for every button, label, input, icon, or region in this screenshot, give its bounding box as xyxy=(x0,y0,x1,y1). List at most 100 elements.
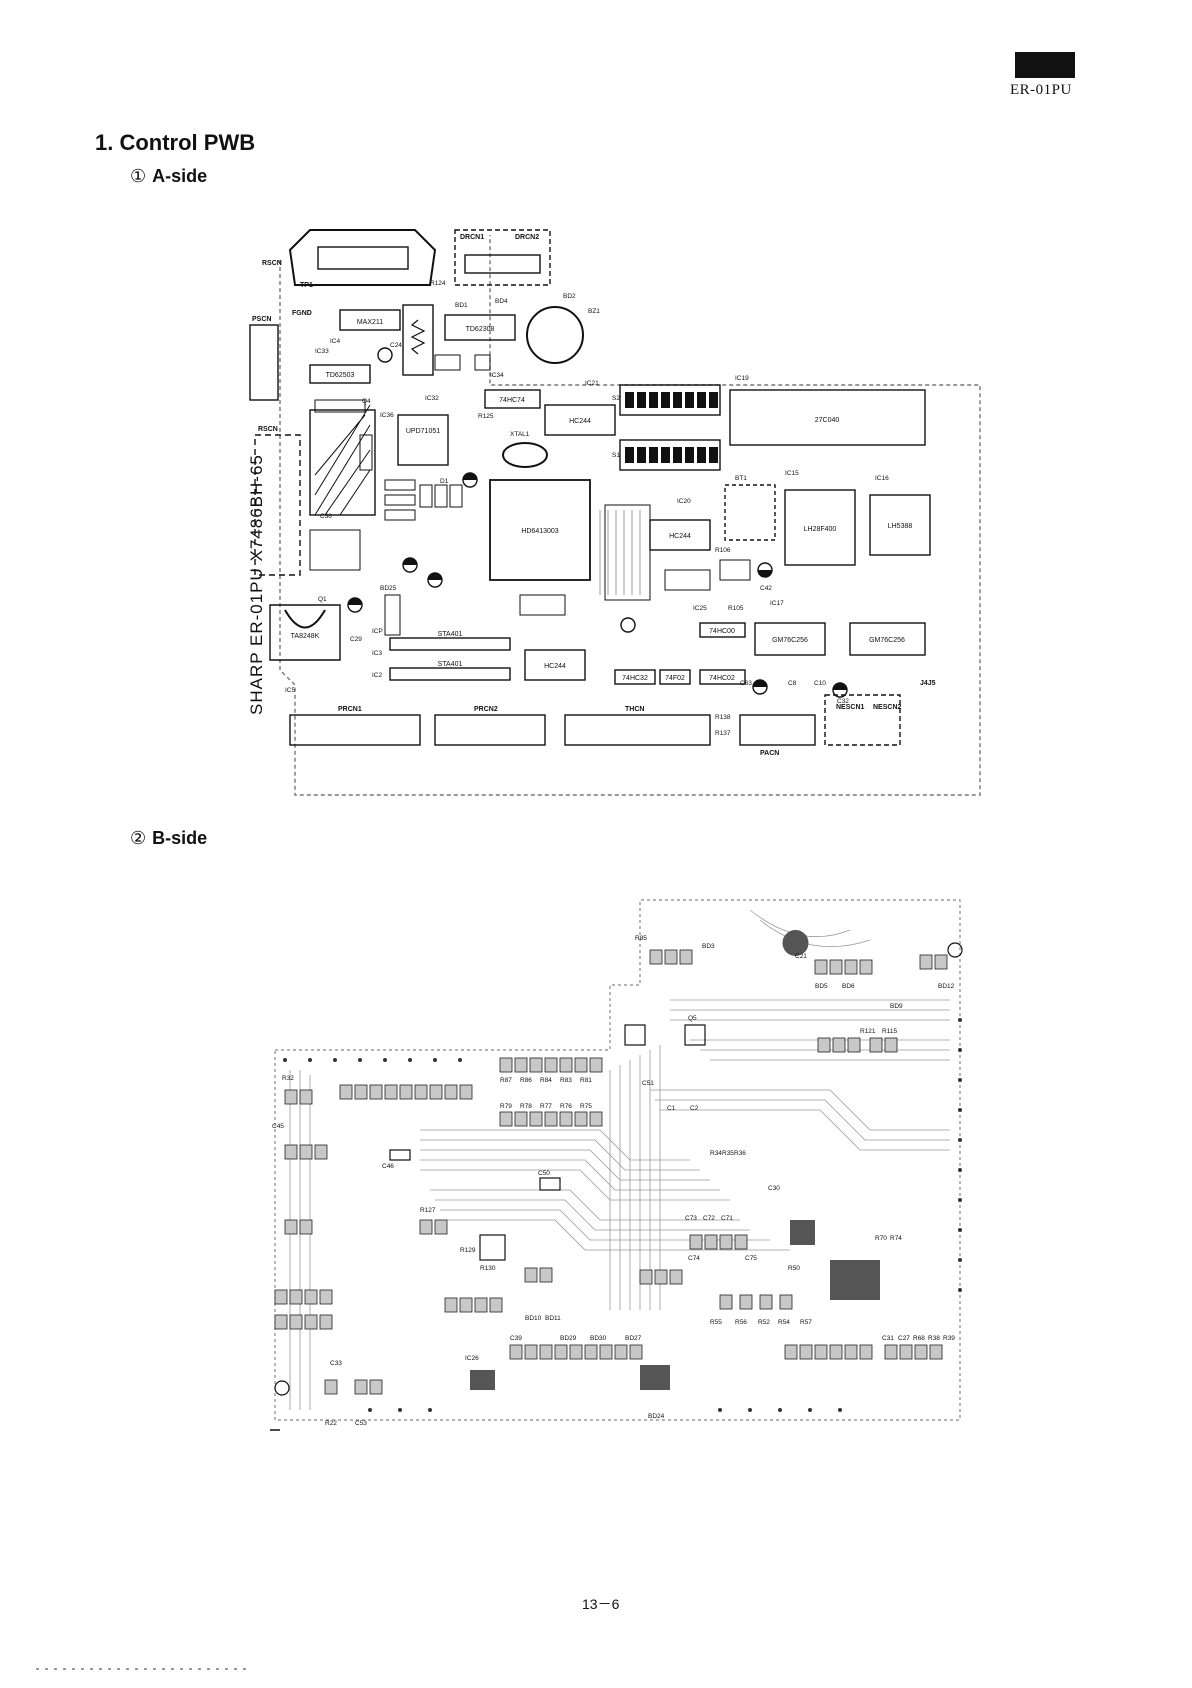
part-label: BD3 xyxy=(702,943,715,950)
section-tab-marker xyxy=(1015,52,1075,78)
part-label: D1 xyxy=(440,478,449,485)
connector-label: NESCN1 xyxy=(836,704,865,711)
a-side-board-diagram: SHARP ER-01PU X7486BH-65 MAX211 TD62308 … xyxy=(247,229,981,796)
part-label: C75 xyxy=(745,1255,757,1262)
chip-label: HD6413003 xyxy=(521,528,558,535)
part-label: IC16 xyxy=(875,475,889,482)
chip-label: STA401 xyxy=(438,661,463,668)
connector-label: FGND xyxy=(292,310,312,317)
part-label: C63 xyxy=(740,680,752,687)
part-label: R22 xyxy=(325,1420,337,1427)
part-label: IC2 xyxy=(372,672,383,679)
chip-label: 74F02 xyxy=(665,675,685,682)
part-label: C74 xyxy=(688,1255,700,1262)
part-label: R87 xyxy=(500,1077,512,1084)
part-label: BD1 xyxy=(455,302,468,309)
part-label: R50 xyxy=(788,1265,800,1272)
part-label: R36 xyxy=(734,1150,746,1157)
chip-label: LH28F400 xyxy=(804,526,837,533)
part-label: R70 xyxy=(875,1235,887,1242)
chip-label: GM76C256 xyxy=(869,637,905,644)
part-label: C24 xyxy=(390,342,402,349)
part-label: R85 xyxy=(635,935,647,942)
connector-label: DRCN2 xyxy=(515,234,539,241)
part-label: C10 xyxy=(814,680,826,687)
part-label: C32 xyxy=(837,698,849,705)
part-label: BD24 xyxy=(648,1413,665,1420)
a-side-label: A-side xyxy=(152,166,208,186)
part-label: C30 xyxy=(768,1185,780,1192)
part-label: R52 xyxy=(758,1319,770,1326)
b-side-board-diagram: R85 BD3 C21 BD5 BD6 BD12 BD9 R121 R115 Q… xyxy=(270,899,963,1431)
part-label: IC36 xyxy=(380,412,394,419)
part-label: R121 xyxy=(860,1028,876,1035)
section-title: 1. Control PWB xyxy=(95,130,256,155)
part-label: R76 xyxy=(560,1103,572,1110)
part-label: R125 xyxy=(478,413,494,420)
part-label: R77 xyxy=(540,1103,552,1110)
part-label: C33 xyxy=(330,1360,342,1367)
part-label: IC34 xyxy=(490,372,504,379)
chip-label: UPD71051 xyxy=(406,428,440,435)
chip-label: TD62308 xyxy=(466,326,495,333)
part-label: R124 xyxy=(430,280,446,287)
part-label: C2 xyxy=(690,1105,699,1112)
chip-label: 74HC00 xyxy=(709,628,735,635)
connector-label: RSCN xyxy=(262,260,282,267)
part-label: C42 xyxy=(760,585,772,592)
part-label: C51 xyxy=(642,1080,654,1087)
part-label: BD12 xyxy=(938,983,955,990)
connector-label: J4J5 xyxy=(920,680,936,687)
part-label: R75 xyxy=(580,1103,592,1110)
part-label: IC5 xyxy=(285,687,296,694)
part-label: IC19 xyxy=(735,375,749,382)
part-label: Q4 xyxy=(362,398,371,405)
part-label: BD10 xyxy=(525,1315,542,1322)
chip-label: STA401 xyxy=(438,631,463,638)
part-label: S2 xyxy=(612,395,620,402)
part-label: IC21 xyxy=(585,380,599,387)
chip-label: HC244 xyxy=(544,663,566,670)
part-label: BD25 xyxy=(380,585,397,592)
part-label: ICP xyxy=(372,628,383,635)
part-label: BD9 xyxy=(890,1003,903,1010)
connector-label: THCN xyxy=(625,706,644,713)
chip-label: LH5388 xyxy=(888,523,913,530)
a-side-marker: ① xyxy=(130,166,147,186)
part-label: IC33 xyxy=(315,348,329,355)
connector-label: RSCN xyxy=(258,426,278,433)
part-label: IC20 xyxy=(677,498,691,505)
part-label: R105 xyxy=(728,605,744,612)
part-label: C50 xyxy=(538,1170,550,1177)
chip-label: MAX211 xyxy=(357,319,383,326)
part-label: R55 xyxy=(710,1319,722,1326)
part-label: C31 xyxy=(882,1335,894,1342)
part-label: R127 xyxy=(420,1207,436,1214)
part-label: R81 xyxy=(580,1077,592,1084)
part-label: Q1 xyxy=(318,596,327,603)
part-label: C53 xyxy=(355,1420,367,1427)
part-label: R78 xyxy=(520,1103,532,1110)
part-label: C27 xyxy=(898,1335,910,1342)
chip-label: HC244 xyxy=(669,533,691,540)
part-label: C45 xyxy=(272,1123,284,1130)
part-label: BD30 xyxy=(590,1335,607,1342)
part-label: R106 xyxy=(715,547,731,554)
part-label: C36 xyxy=(320,513,332,520)
part-label: R32 xyxy=(282,1075,294,1082)
part-label: Q5 xyxy=(688,1015,697,1022)
connector-label: PACN xyxy=(760,750,779,757)
part-label: C1 xyxy=(667,1105,676,1112)
part-label: BD27 xyxy=(625,1335,642,1342)
page-number: 13－6 xyxy=(582,1596,620,1612)
part-label: R137 xyxy=(715,730,731,737)
part-label: XTAL1 xyxy=(510,431,530,438)
part-label: R39 xyxy=(943,1335,955,1342)
connector-label: PRCN2 xyxy=(474,706,498,713)
part-label: R57 xyxy=(800,1319,812,1326)
scan-artifact xyxy=(36,1668,246,1670)
part-label: C73 xyxy=(685,1215,697,1222)
part-label: IC25 xyxy=(693,605,707,612)
part-label: C8 xyxy=(788,680,797,687)
